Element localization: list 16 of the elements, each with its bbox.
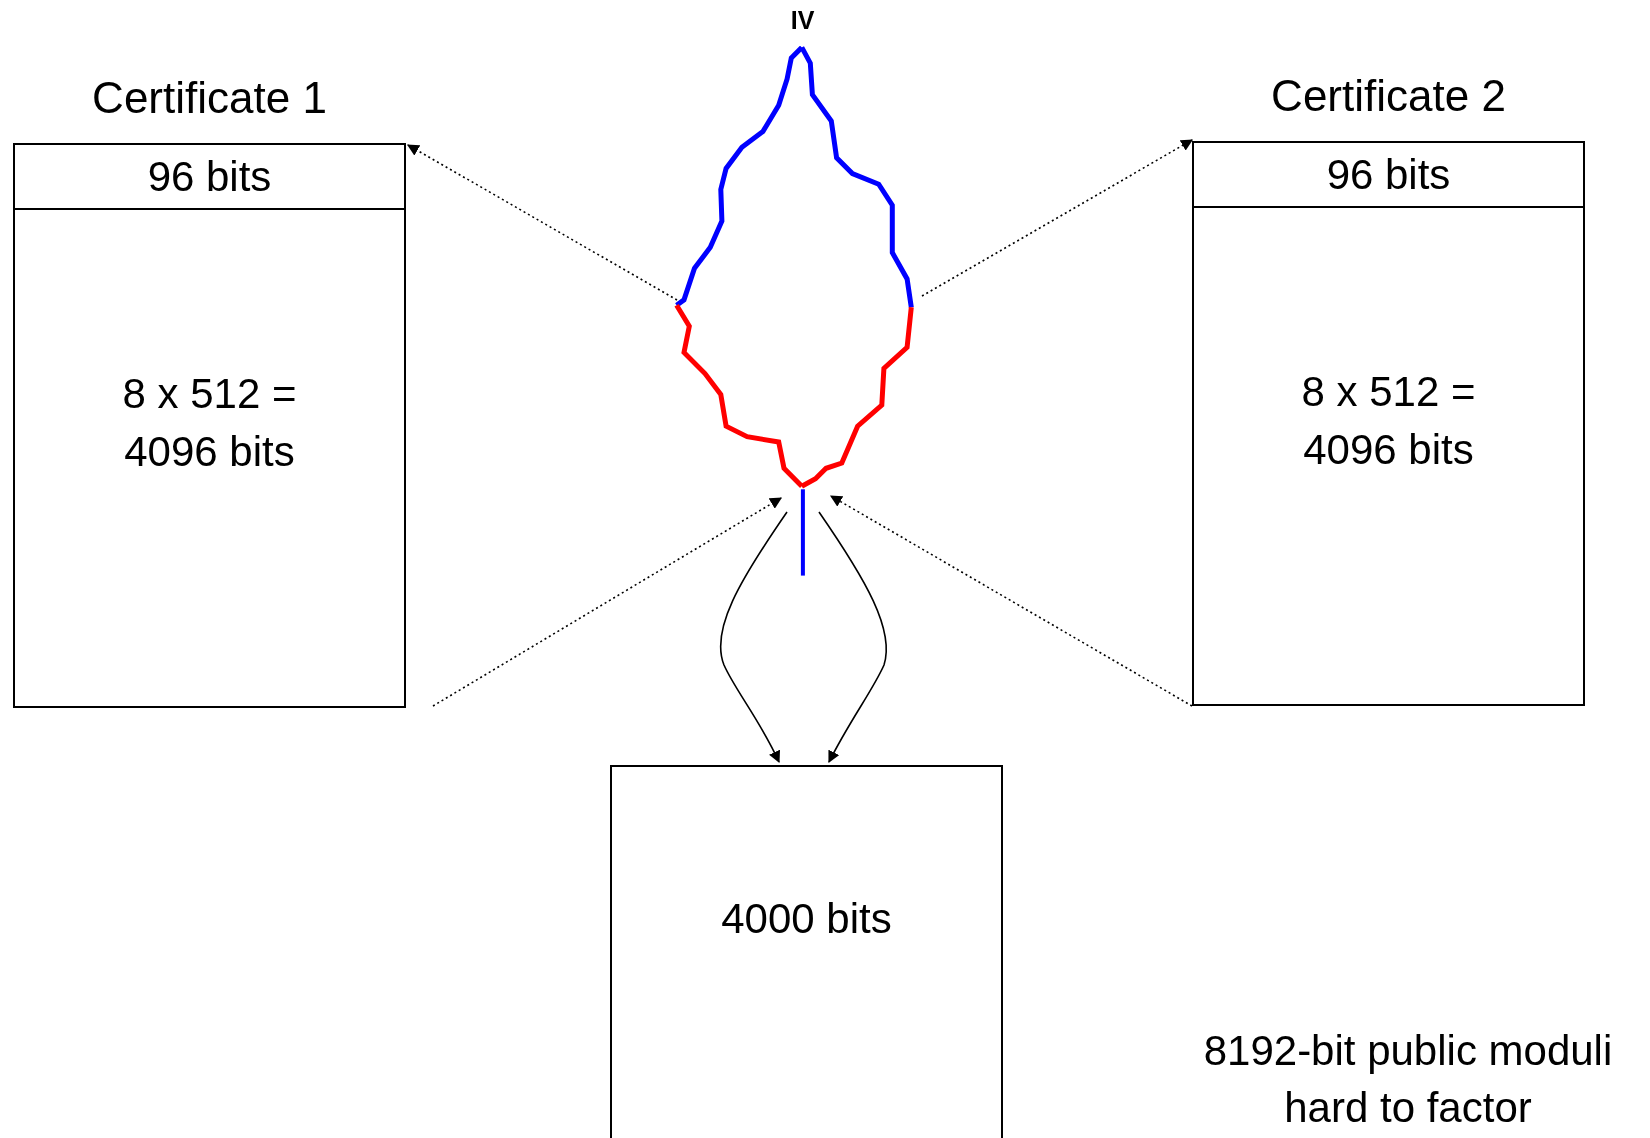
dotted-arrow	[406, 144, 678, 301]
body-field-text: 8 x 512 = 4096 bits	[121, 369, 298, 477]
header-field-text: 96 bits	[1326, 150, 1451, 200]
dotted-arrow	[829, 495, 1193, 707]
curved-arrow	[719, 511, 788, 764]
body-field-text: 8 x 512 = 4096 bits	[1300, 367, 1477, 475]
note-text: 8192-bit public moduli hard to factor	[1202, 1026, 1614, 1133]
certificate-title: Certificate 1	[91, 72, 328, 124]
dotted-arrow	[432, 497, 783, 707]
message-block-box	[610, 765, 1003, 1138]
curved-arrow	[818, 511, 888, 764]
dotted-arrow	[921, 139, 1194, 297]
iv-label: IV	[790, 8, 815, 33]
header-field-text: 96 bits	[147, 152, 272, 202]
certificate-title: Certificate 2	[1270, 70, 1507, 122]
block-size-text: 4000 bits	[721, 894, 892, 944]
